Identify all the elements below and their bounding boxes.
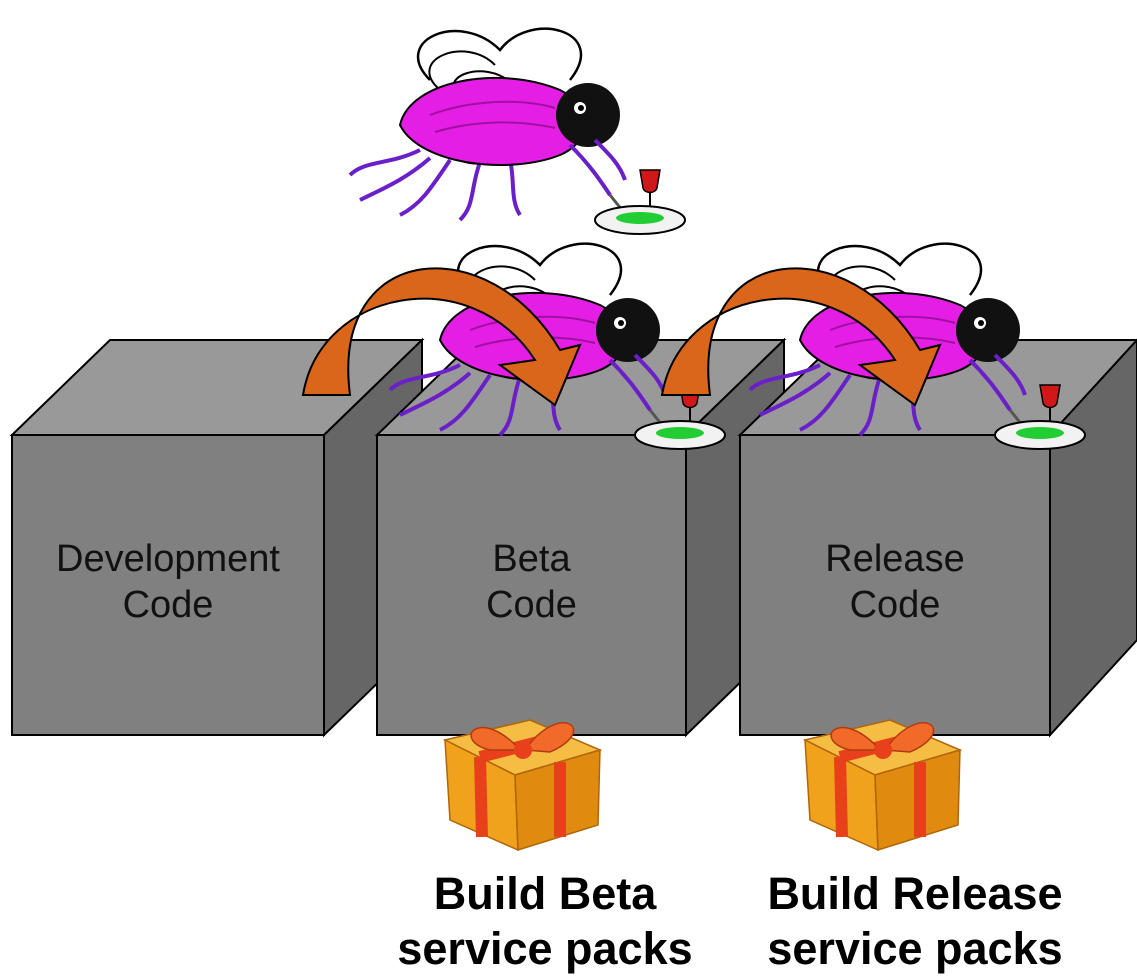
box-label-development: Development Code bbox=[12, 536, 324, 628]
caption-release-service-packs: Build Release service packs bbox=[745, 866, 1085, 976]
caption-line1: Build Release bbox=[767, 868, 1063, 919]
box-label-line1: Development bbox=[56, 538, 280, 580]
curved-arrow-icon bbox=[660, 267, 942, 407]
box-label-line2: Code bbox=[122, 584, 214, 626]
gift-box-icon bbox=[445, 720, 600, 850]
box-label-beta: Beta Code bbox=[377, 536, 686, 628]
caption-line1: Build Beta bbox=[433, 868, 657, 919]
caption-line2: service packs bbox=[397, 923, 693, 974]
caption-line2: service packs bbox=[767, 923, 1063, 974]
box-label-line2: Code bbox=[486, 584, 577, 626]
box-label-line1: Beta bbox=[492, 538, 571, 580]
caption-beta-service-packs: Build Beta service packs bbox=[385, 866, 705, 976]
curved-arrow-icon bbox=[301, 267, 582, 407]
gift-box-icon bbox=[805, 720, 960, 850]
box-label-release: Release Code bbox=[740, 536, 1050, 628]
box-label-line1: Release bbox=[825, 538, 965, 580]
box-label-line2: Code bbox=[849, 584, 941, 626]
bug-with-wine-icon bbox=[348, 26, 687, 236]
